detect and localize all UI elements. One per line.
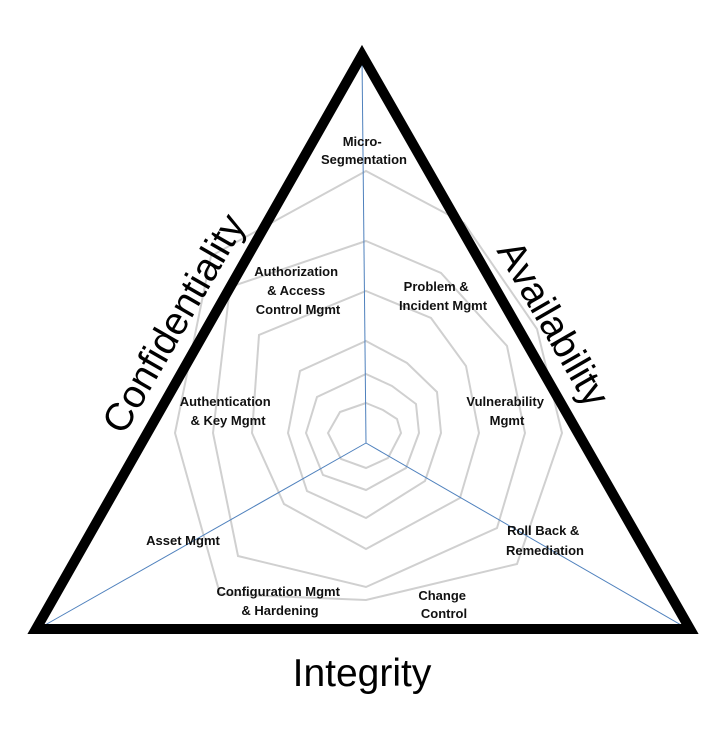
node-asset-line-1: Asset Mgmt — [146, 533, 220, 548]
triangle-outline — [27, 44, 699, 634]
node-authentication-line-1: Authentication — [180, 394, 271, 409]
node-micro-segmentation-line-2: Segmentation — [321, 152, 407, 167]
node-vulnerability-line-1: Vulnerability — [466, 394, 544, 409]
node-micro-segmentation-line-1: Micro- — [343, 134, 382, 149]
axis-bottom-left — [37, 442, 367, 630]
node-configuration-line-1: Configuration Mgmt — [216, 584, 340, 599]
node-asset: Asset Mgmt — [146, 533, 220, 548]
node-vulnerability-line-2: Mgmt — [490, 413, 525, 428]
node-rollback-line-1: Roll Back & — [507, 523, 579, 538]
node-authorization-line-1: Authorization — [254, 264, 338, 279]
node-authorization-line-3: Control Mgmt — [256, 302, 341, 317]
node-authorization-line-2: & Access — [267, 283, 325, 298]
radar-ring-1 — [326, 401, 403, 470]
node-authentication-line-2: & Key Mgmt — [190, 413, 266, 428]
axis-bottom-right — [365, 442, 689, 630]
node-rollback: Roll Back & Remediation — [506, 523, 584, 558]
radar-ring-4 — [250, 289, 481, 551]
node-problem-incident-line-2: Incident Mgmt — [399, 298, 488, 313]
node-problem-incident: Problem & Incident Mgmt — [399, 279, 488, 313]
node-authorization: Authorization & Access Control Mgmt — [254, 264, 341, 317]
node-change-control-line-2: Control — [421, 606, 467, 621]
node-vulnerability: Vulnerability Mgmt — [466, 394, 547, 428]
node-change-control: Change Control — [418, 588, 469, 621]
node-rollback-line-2: Remediation — [506, 543, 584, 558]
radar-ring-5 — [211, 239, 527, 589]
radar-ring-2 — [304, 372, 421, 492]
node-problem-incident-line-1: Problem & — [404, 279, 469, 294]
node-change-control-line-1: Change — [418, 588, 466, 603]
node-authentication: Authentication & Key Mgmt — [180, 394, 275, 428]
side-label-bottom: Integrity — [293, 652, 432, 695]
radar-axes — [37, 56, 689, 630]
axis-top — [361, 56, 367, 444]
radar-ring-3 — [286, 339, 443, 520]
node-configuration: Configuration Mgmt & Hardening — [216, 584, 343, 618]
node-micro-segmentation: Micro- Segmentation — [321, 134, 407, 167]
node-configuration-line-2: & Hardening — [241, 603, 318, 618]
